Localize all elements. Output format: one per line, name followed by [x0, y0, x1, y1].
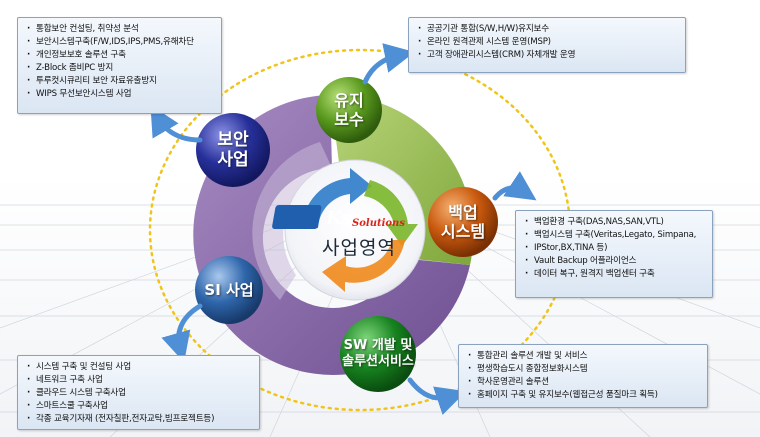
- box-sw: 통합관리 솔루션 개발 및 서비스 평생학습도시 종합정보화시스템 학사운영관리…: [458, 344, 708, 408]
- list-item: 시스템 구축 및 컨설팅 사업: [26, 361, 253, 374]
- list-item: 개인정보보호 솔루션 구축: [26, 49, 215, 62]
- list-item: 학사운영관리 솔루션: [467, 376, 701, 389]
- list-item: WIPS 무선보안시스템 사업: [26, 88, 215, 101]
- list-item: 각종 교육기자재 (전자칠판,전자교탁,빔프로젝트등): [26, 413, 253, 426]
- node-si-sphere: [195, 256, 263, 324]
- box-backup: 백업환경 구축(DAS,NAS,SAN,VTL) 백업시스템 구축(Verita…: [515, 210, 713, 298]
- ring-inner-shade: [252, 142, 332, 300]
- list-item: 네트워크 구축 사업: [26, 374, 253, 387]
- center-title: 사업영역: [322, 237, 396, 259]
- node-security: 보안 사업: [217, 129, 249, 170]
- list-item: 통합보안 컨설팅, 취약성 분석: [26, 23, 215, 36]
- node-sw-sphere: [340, 316, 416, 392]
- arrow-si-to-box: [161, 303, 203, 363]
- logo-ks-text: Ks: [325, 208, 352, 229]
- arrow-security-to-box: [150, 105, 203, 143]
- connector-arrows: [150, 43, 537, 415]
- arrow-maintenance-to-box: [362, 43, 415, 85]
- list-item: 평생학습도시 종합정보화시스템: [467, 363, 701, 376]
- node-sw: SW 개발 및 솔루션서비스: [342, 338, 414, 369]
- box-si: 시스템 구축 및 컨설팅 사업 네트워크 구축 사업 클라우드 시스템 구축사업…: [17, 355, 260, 430]
- list-item: 데이터 복구, 원격지 백업센터 구축: [524, 268, 706, 281]
- list-item: 홈페이지 구축 및 유지보수(웹접근성 품질마크 획득): [467, 389, 701, 402]
- logo-solutions-text: Solutions: [352, 218, 405, 229]
- list-item: 백업시스템 구축(Veritas,Legato, Simpana,: [524, 229, 706, 242]
- node-backup: 백업 시스템: [440, 202, 486, 241]
- arrow-sw-to-box: [407, 377, 467, 415]
- list-item: 공공기관 통합(S/W,H/W)유지보수: [417, 23, 679, 36]
- node-si: SI 사업: [204, 281, 254, 299]
- list-item: 백업환경 구축(DAS,NAS,SAN,VTL): [524, 216, 706, 229]
- list-item: IPStor,BX,TINA 등): [524, 242, 706, 255]
- node-backup-sphere: [428, 187, 498, 257]
- list-item: 투루컷시큐리티 보안 자료유출방지: [26, 75, 215, 88]
- box-security: 통합보안 컨설팅, 취약성 분석 보안시스템구축(F/W,IDS,IPS,PMS…: [17, 17, 222, 114]
- arrow-backup-to-box: [492, 171, 537, 201]
- list-item: 클라우드 시스템 구축사업: [26, 387, 253, 400]
- list-item: 스마트스쿨 구축사업: [26, 400, 253, 413]
- box-maintenance: 공공기관 통합(S/W,H/W)유지보수 온라인 원격관제 시스템 운영(MSP…: [408, 17, 686, 73]
- list-item: Vault Backup 어플라이언스: [524, 255, 706, 268]
- node-maintenance: 유지 보수: [334, 90, 364, 129]
- node-security-sphere: [196, 113, 270, 187]
- node-maintenance-sphere: [316, 77, 382, 143]
- list-item: 통합관리 솔루션 개발 및 서비스: [467, 350, 701, 363]
- list-item: 고객 장애관리시스템(CRM) 자체개발 운영: [417, 49, 679, 62]
- ks-solutions-logo-icon: Ks Solutions: [272, 205, 405, 229]
- list-item: Z-Block 좀비PC 방지: [26, 62, 215, 75]
- list-item: 온라인 원격관제 시스템 운영(MSP): [417, 36, 679, 49]
- list-item: 보안시스템구축(F/W,IDS,IPS,PMS,유해차단: [26, 36, 215, 49]
